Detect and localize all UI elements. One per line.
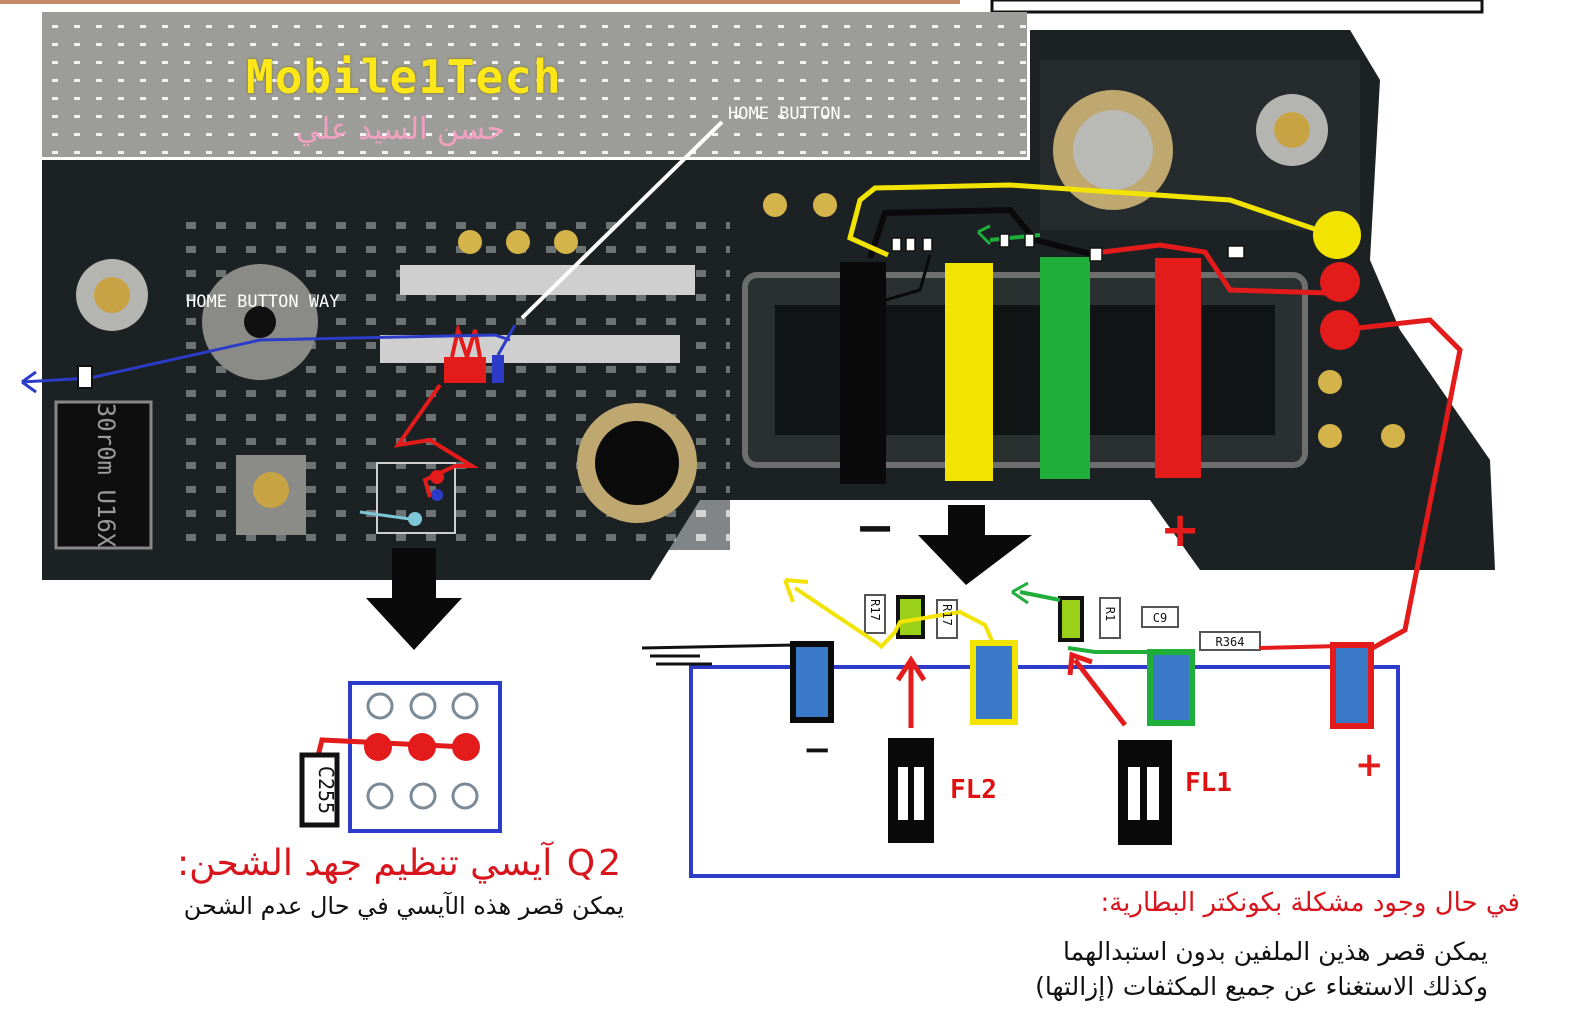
flex-connector-bottom: [380, 335, 680, 363]
battery-connector-title: في حال وجود مشكلة بكونكتر البطارية:: [1100, 888, 1520, 918]
component-marking: R1: [1103, 607, 1117, 621]
fl2-coil: [888, 738, 934, 843]
minus-sign-board: −: [855, 500, 896, 556]
c255-label: C255: [314, 766, 338, 814]
q2-board-outline: [376, 462, 456, 534]
component-marking: R17: [940, 604, 954, 626]
chip-marking: 30r0m U16X: [92, 403, 120, 548]
q2-body: يمكن قصر هذه الآيسي في حال عدم الشحن: [183, 892, 624, 920]
home-button-way-label: HOME BUTTON WAY: [186, 292, 340, 312]
plus-sign-schematic: +: [1355, 745, 1384, 785]
q2-title: Q2 آيسي تنظيم جهد الشحن:: [176, 843, 624, 884]
pad-yellow: [970, 640, 1018, 725]
red-trace-long: [1339, 317, 1463, 658]
component-marking: R17: [868, 599, 882, 621]
ic-chip: [54, 400, 153, 550]
bar-yellow: [945, 263, 993, 481]
pad-plus: [1330, 642, 1374, 729]
arrow-down-right: [918, 505, 1032, 585]
battery-connector-line1: يمكن قصر هذين الملفين بدون استبدالهما: [1063, 937, 1488, 966]
yellow-point: [1313, 211, 1361, 259]
battery-connector-line2: وكذلك الاستغناء عن جميع المكثفات (إزالته…: [1035, 972, 1488, 1001]
plus-sign-board: +: [1160, 502, 1201, 558]
gold-pads: [458, 193, 1405, 448]
home-button-way-line: [21, 333, 511, 384]
flex-connector-top: [400, 265, 695, 295]
home-button-label: HOME BUTTON: [728, 104, 841, 124]
component-marking: C9: [1153, 611, 1167, 625]
q2-ball-grid: [366, 692, 479, 810]
component-marking: R364: [1216, 635, 1245, 649]
fl1-coil: [1118, 740, 1172, 845]
minus-sign-schematic: −: [803, 730, 832, 770]
top-frame: [990, 0, 1484, 14]
home-button-pointer: [520, 120, 724, 320]
brand-watermark: Mobile1Tech: [246, 50, 562, 104]
author-name: حسن السيد علي: [296, 112, 506, 147]
pad-minus: [790, 641, 834, 723]
bar-black: [840, 262, 886, 484]
pad-green: [1147, 649, 1195, 726]
fl1-label: FL1: [1185, 768, 1232, 798]
bar-red: [1155, 258, 1201, 478]
home-button-pads: [444, 357, 486, 383]
metal-shield: [42, 12, 1027, 157]
arrow-down-left: [366, 548, 462, 650]
battery-schematic-frame: [689, 665, 1400, 878]
c255-capacitor: [299, 752, 340, 828]
bar-green: [1040, 257, 1090, 479]
fl2-label: FL2: [950, 775, 997, 805]
